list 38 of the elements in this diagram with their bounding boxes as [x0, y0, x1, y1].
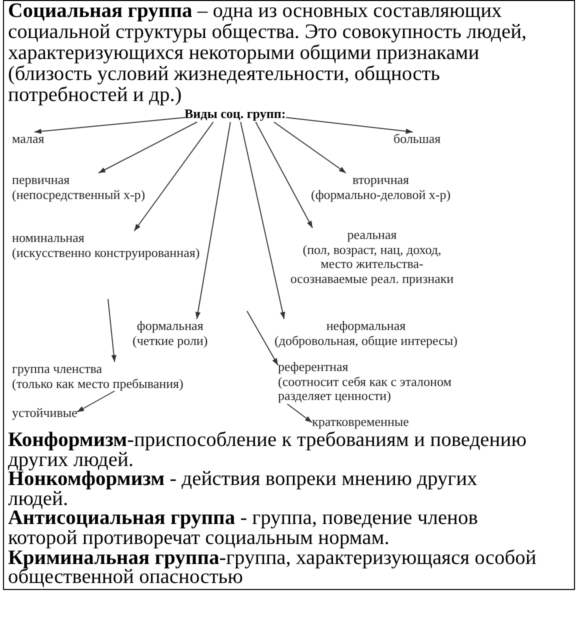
group-type-label: большая [394, 132, 441, 146]
group-type-label: номинальная [12, 231, 86, 246]
definition-paragraph: Нонкомформизм - действия вопреки мнению других людей. [8, 470, 478, 510]
group-description: (непосредственный х-р) [12, 188, 146, 202]
root-label: Виды соц. групп: [184, 107, 286, 122]
arrow [255, 122, 313, 228]
group-description: (четкие роли) [132, 334, 208, 348]
group-description: (соотносит себя как с эталоном разделяет ценности) [278, 374, 452, 404]
arrow [195, 122, 231, 320]
group-type-label: формальная [136, 319, 204, 334]
arrow [108, 298, 116, 362]
arrow [273, 122, 346, 174]
arrow [286, 117, 414, 134]
group-type-label: устойчивые [12, 406, 78, 420]
group-description: (добровольная, общие интересы) [274, 334, 458, 348]
arrow [34, 117, 186, 134]
arrow [286, 404, 312, 423]
group-type-label: неформальная [325, 319, 407, 334]
arrow [76, 390, 116, 412]
definition-paragraph: Конформизм-приспособление к требованиям и поведению других людей. [8, 431, 528, 470]
group-type-label: первичная [12, 173, 71, 188]
group-type-label: кратковременные [312, 415, 409, 430]
group-description: (формально-деловой х-р) [311, 188, 451, 202]
group-type-label: малая [12, 132, 44, 146]
definition-paragraph: Антисоциальная группа - группа, поведение членов которой противоречат социальным нормам. [8, 509, 479, 549]
group-description: (только как место пребывания) [12, 376, 184, 391]
group-type-label: группа членства [12, 362, 104, 376]
arrow [240, 122, 286, 320]
definition-paragraph: Криминальная группа-группа, характеризующаяся особой общественной опасностью [8, 548, 538, 588]
group-type-label: реальная [346, 228, 398, 242]
definition-paragraph: Социальная группа – одна из основных составляющих социальной структуры общества. Это совокупность людей, характеризующихся некоторыми общими признаками (близость условий жизнедеятельности, общность потребностей и др.) [8, 1, 528, 106]
group-type-label: референтная [278, 360, 350, 374]
arrow [134, 122, 214, 232]
group-description: (пол, возраст, нац, доход, место жительства- осознаваемые реал. признаки [289, 242, 455, 286]
group-type-label: вторичная [352, 173, 410, 188]
group-description: (искусственно конструированная) [12, 246, 200, 260]
arrow [98, 122, 198, 174]
arrow [246, 310, 278, 366]
